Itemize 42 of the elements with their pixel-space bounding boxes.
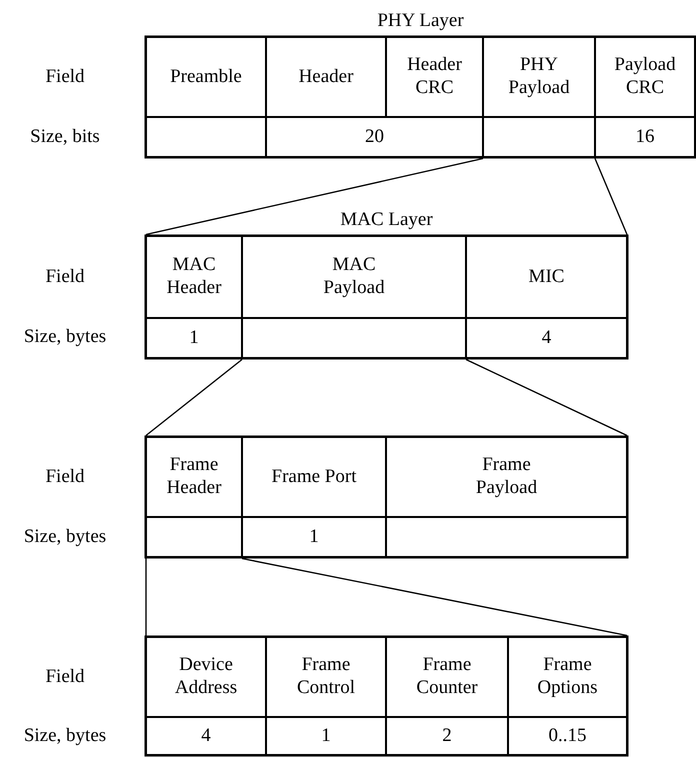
expansion-line — [146, 158, 484, 236]
field-cell: 20 — [266, 117, 483, 157]
field-cell: 0..15 — [508, 717, 627, 755]
field-cell: PHY Payload — [483, 37, 595, 117]
row-label: Field — [45, 664, 85, 689]
row-label: Field — [45, 264, 85, 289]
field-cell: Header CRC — [386, 37, 483, 117]
expansion-line — [594, 158, 628, 235]
expansion-line — [466, 358, 628, 436]
row-label: Size, bytes — [24, 524, 106, 549]
field-cell: 16 — [595, 117, 695, 157]
field-cell: 4 — [146, 717, 266, 755]
field-cell: MAC Payload — [242, 236, 466, 318]
field-cell: MIC — [466, 236, 627, 318]
row-label: Size, bits — [30, 124, 100, 149]
field-cell: 4 — [466, 318, 627, 358]
field-cell: Frame Port — [242, 437, 386, 517]
field-cell: Payload CRC — [595, 37, 695, 117]
field-table — [146, 637, 627, 755]
field-cell: Frame Header — [146, 437, 242, 517]
expansion-line — [242, 558, 628, 636]
layer-title: PHY Layer — [376, 9, 465, 33]
field-cell: Header — [266, 37, 386, 117]
field-cell: 1 — [146, 318, 242, 358]
row-label: Size, bytes — [24, 324, 106, 349]
expansion-line — [145, 558, 147, 636]
field-cell: Frame Options — [508, 637, 627, 717]
field-table — [146, 437, 627, 557]
field-cell: 1 — [266, 717, 386, 755]
expansion-line — [146, 359, 242, 436]
field-cell: Frame Control — [266, 637, 386, 717]
field-cell: 2 — [386, 717, 508, 755]
row-label: Size, bytes — [24, 724, 106, 748]
field-cell: Device Address — [146, 637, 266, 717]
field-cell: Frame Payload — [386, 437, 627, 517]
row-label: Field — [45, 464, 85, 489]
row-label: Field — [45, 64, 85, 89]
field-cell: 1 — [242, 517, 386, 557]
field-cell: Preamble — [146, 37, 266, 117]
field-cell: MAC Header — [146, 236, 242, 318]
layer-title: MAC Layer — [339, 208, 434, 232]
field-cell: Frame Counter — [386, 637, 508, 717]
